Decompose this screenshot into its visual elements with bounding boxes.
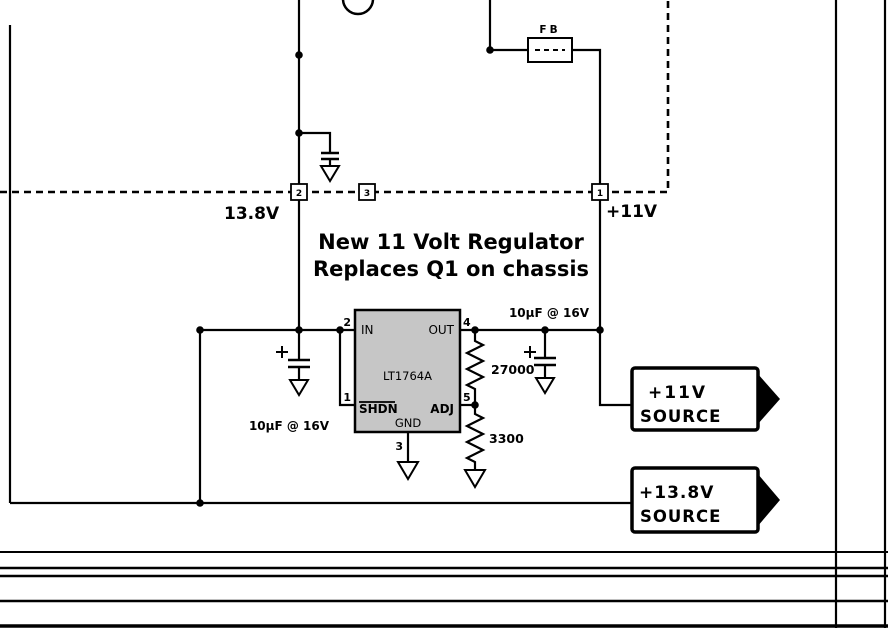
ic-pin-adj-label: ADJ [430,402,454,416]
bottom-chassis-lines [0,551,888,628]
plus-icon [524,346,536,358]
ic-body [353,308,462,434]
connector-1-number: 1 [597,189,603,199]
junction-dots [196,46,604,507]
resistor-27000: 27000 [464,330,535,405]
plus-icon [276,346,288,358]
title-line-1: New 11 Volt Regulator [318,230,584,254]
distribution-bus: 2 3 1 13.8V +11V [0,0,670,224]
net-label-13v8: 13.8V [224,204,280,224]
source-11v-line2: SOURCE [640,407,721,426]
frame-wires [8,0,887,628]
ic-pin-number-4: 4 [463,316,471,329]
junction-dot [336,326,344,334]
junction-dot [295,129,303,137]
output-capacitor: 10µF @ 16V [509,306,590,395]
ground-icon [288,379,310,397]
source-11v-line1: +11V [648,383,707,403]
ic-pin-number-3: 3 [395,440,403,453]
junction-dot [486,46,494,54]
junction-dot [471,326,479,334]
resistor-zigzag [464,405,486,470]
ic-pin-number-5: 5 [463,391,471,404]
junction-dot [541,326,549,334]
input-cap-value: 10µF @ 16V [249,419,330,433]
resistor-3300-value: 3300 [489,431,524,446]
source-flag-13v8: +13.8V SOURCE [630,466,780,534]
fb-output-wire [572,48,602,184]
junction-dot [295,51,303,59]
dashed-bus-wire [0,0,670,194]
ic-pin-shdn-label: SHDN [359,402,398,416]
annotation-title: New 11 Volt Regulator Replaces Q1 on cha… [313,230,589,281]
junction-dot [471,401,479,409]
arrow-right-icon [757,473,780,527]
ic-pin-out-label: OUT [428,323,454,337]
ic-pin-gnd-label: GND [395,416,422,430]
output-cap-value: 10µF @ 16V [509,306,590,320]
ground-icon [534,377,556,395]
transistor-cutoff-icon [341,0,375,16]
ic-pin-in-label: IN [361,323,374,337]
regulator-ic: IN OUT LT1764A SHDN ADJ GND 2 4 1 5 3 [343,308,471,481]
fb-feed-wire [488,0,528,52]
ground-icon [319,165,341,183]
connector-box-3 [358,183,376,201]
source-13v8-line1: +13.8V [639,483,714,503]
regulator-wiring [10,200,632,505]
ferrite-bead: FB [527,24,573,63]
source-13v8-line2: SOURCE [640,507,721,526]
resistor-zigzag [464,330,486,405]
ic-pin-number-1: 1 [343,391,351,404]
junction-dot [196,326,204,334]
junction-dot [596,326,604,334]
junction-dot [196,499,204,507]
bypass-cap-branch [299,131,332,153]
connector-3-number: 3 [364,189,370,199]
ic-pin-number-2: 2 [343,316,351,329]
resistor-3300: 3300 [463,405,524,489]
ferrite-bead-body [527,37,573,63]
source-flag-11v: +11V SOURCE [630,366,780,432]
ground-icon [463,469,487,489]
ferrite-bead-label: FB [539,24,560,36]
ground-icon [396,461,420,481]
shdn-tie-wire [338,330,355,407]
arrow-right-icon [757,373,780,425]
source-11v-box [630,366,760,432]
title-line-2: Replaces Q1 on chassis [313,257,589,281]
resistor-27000-value: 27000 [491,362,535,377]
source-13v8-box [630,466,760,534]
output-drop-wire [598,200,632,407]
net-label-plus11v: +11V [606,202,658,222]
input-capacitor: 10µF @ 16V [249,330,330,433]
junction-dot [295,326,303,334]
top-wires [297,0,602,184]
connector-2-number: 2 [296,189,302,199]
ic-part-number: LT1764A [383,369,432,383]
